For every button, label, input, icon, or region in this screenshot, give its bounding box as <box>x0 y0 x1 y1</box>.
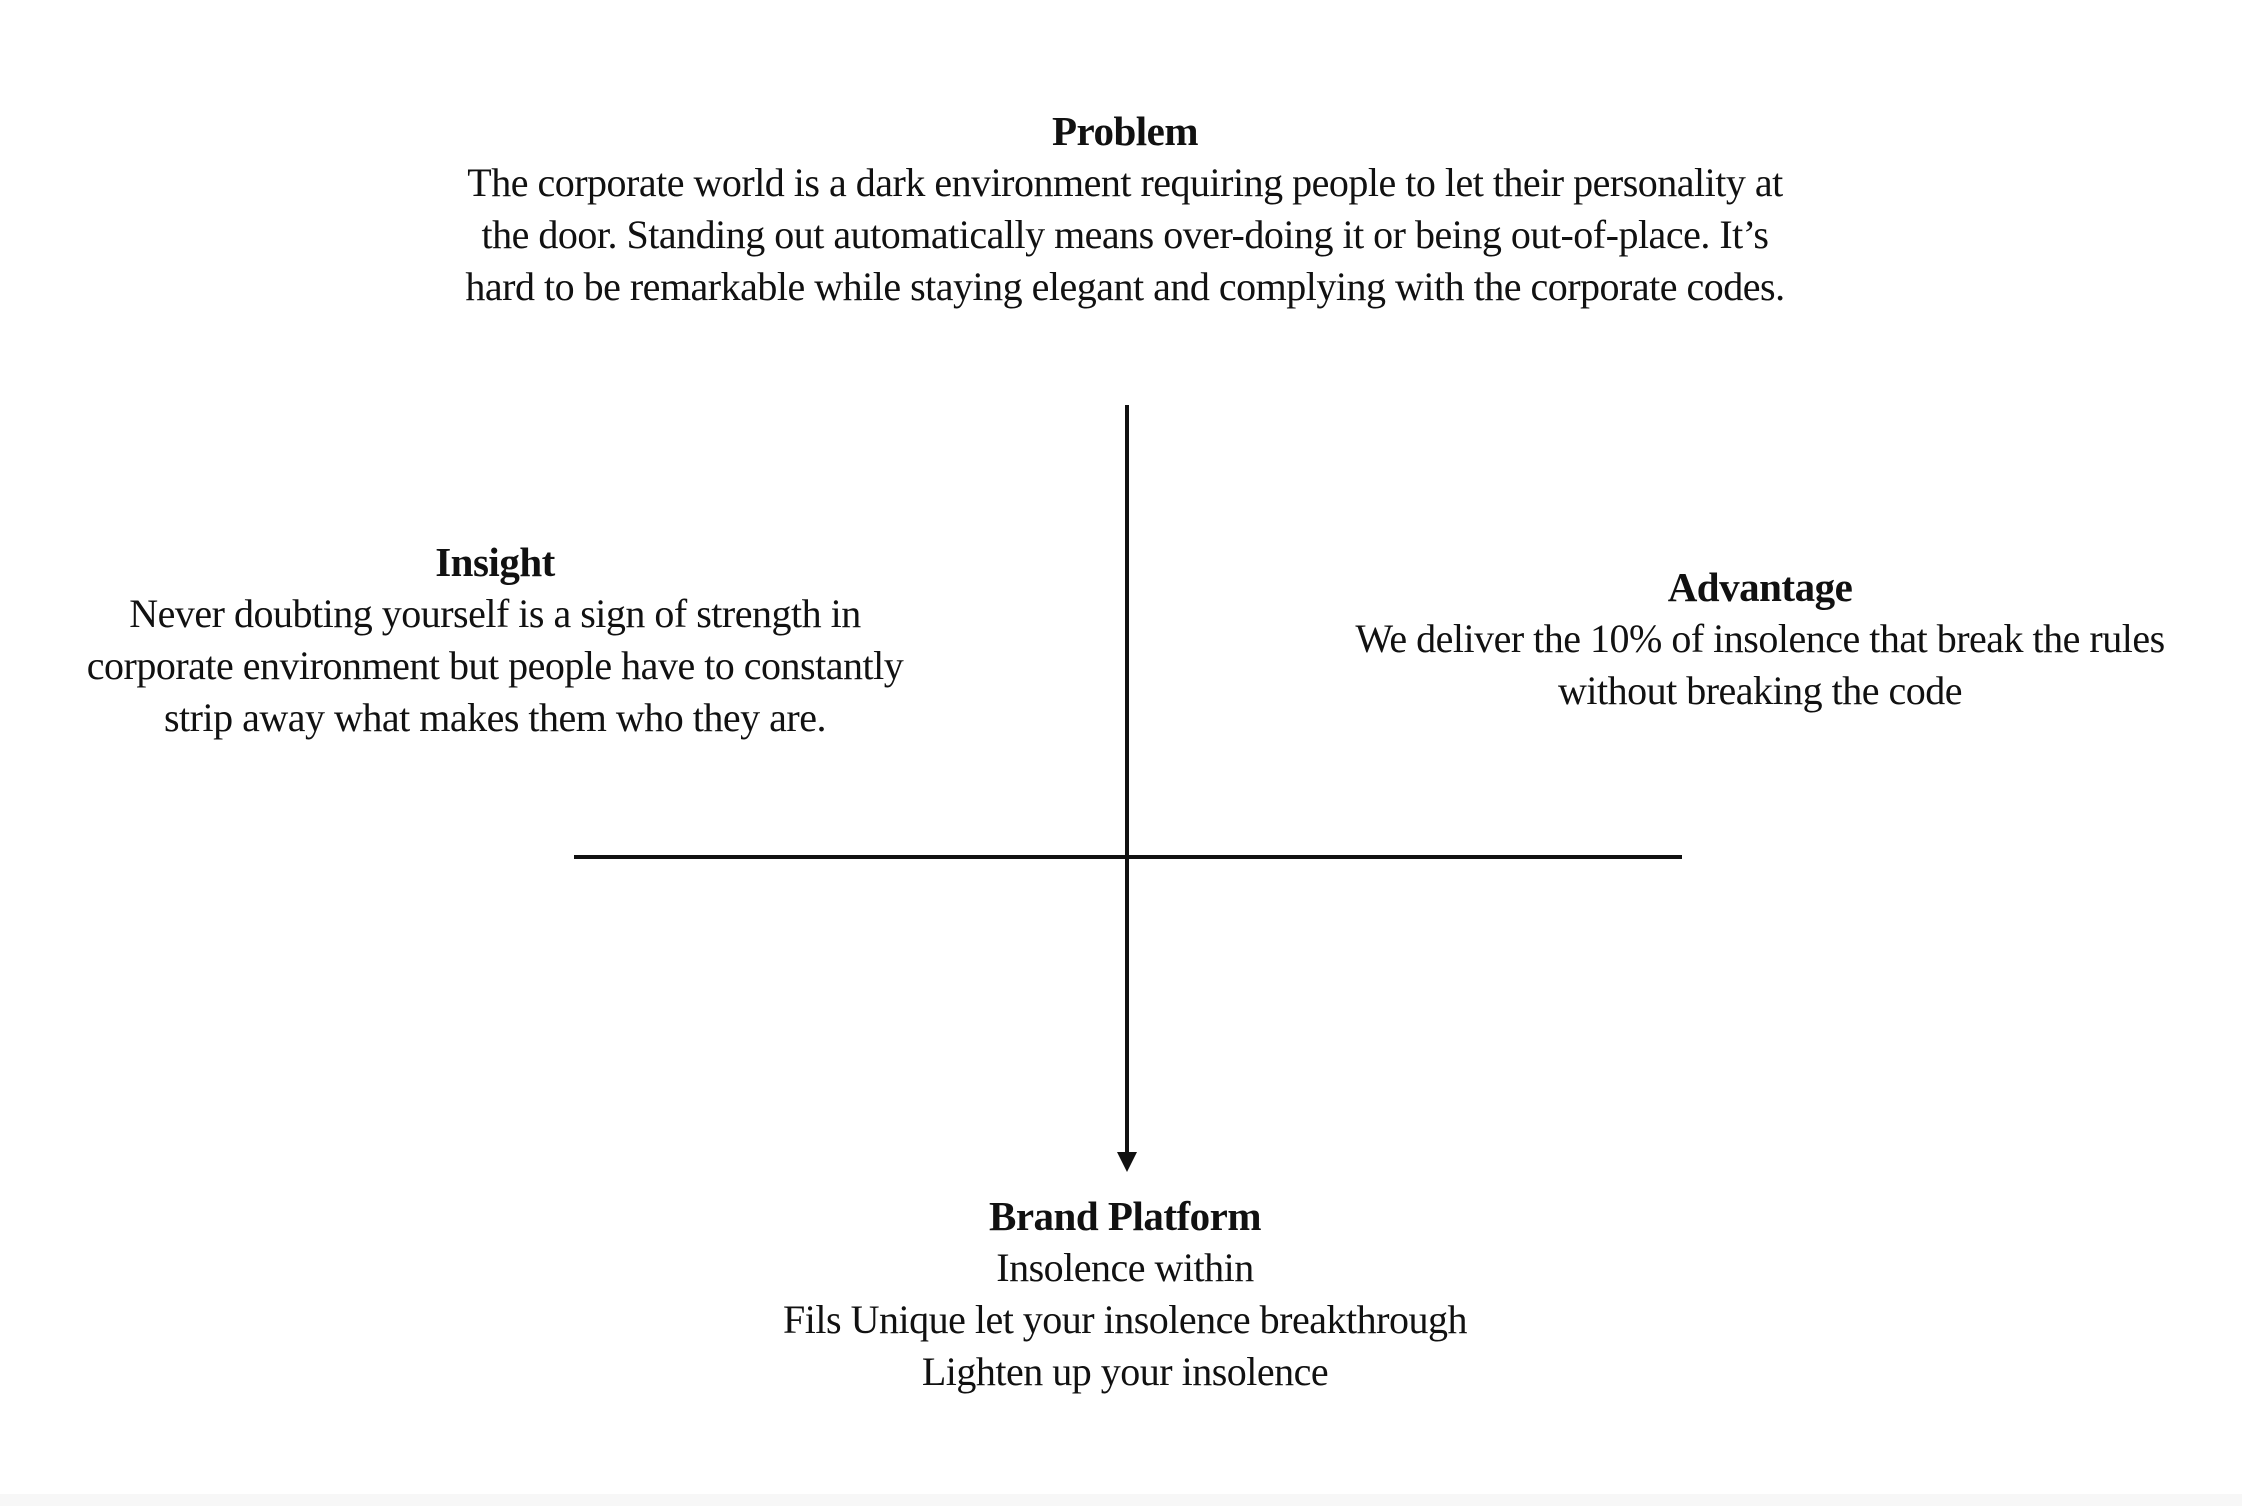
problem-line: hard to be remarkable while staying eleg… <box>465 264 1785 309</box>
insight-line: strip away what makes them who they are. <box>163 695 827 740</box>
insight-heading: Insight <box>435 539 555 585</box>
brand-platform-heading: Brand Platform <box>989 1193 1262 1239</box>
insight-line: Never doubting yourself is a sign of str… <box>129 591 861 636</box>
arrow-down-icon <box>1117 1152 1137 1172</box>
bottom-edge-strip <box>0 1494 2242 1506</box>
advantage-line: We deliver the 10% of insolence that bre… <box>1355 616 2165 661</box>
problem-block: Problem The corporate world is a dark en… <box>400 105 1850 313</box>
insight-block: Insight Never doubting yourself is a sig… <box>30 536 960 744</box>
brand-platform-block: Brand Platform Insolence within Fils Uni… <box>620 1190 1630 1398</box>
advantage-block: Advantage We deliver the 10% of insolenc… <box>1310 561 2210 717</box>
brand-platform-line: Lighten up your insolence <box>921 1349 1329 1394</box>
advantage-heading: Advantage <box>1667 564 1853 610</box>
problem-heading: Problem <box>1051 108 1199 154</box>
brand-platform-line: Insolence within <box>996 1245 1254 1290</box>
advantage-line: without breaking the code <box>1557 668 1963 713</box>
insight-line: corporate environment but people have to… <box>86 643 904 688</box>
problem-line: the door. Standing out automatically mea… <box>481 212 1769 257</box>
problem-line: The corporate world is a dark environmen… <box>467 160 1783 205</box>
brand-platform-line: Fils Unique let your insolence breakthro… <box>783 1297 1467 1342</box>
